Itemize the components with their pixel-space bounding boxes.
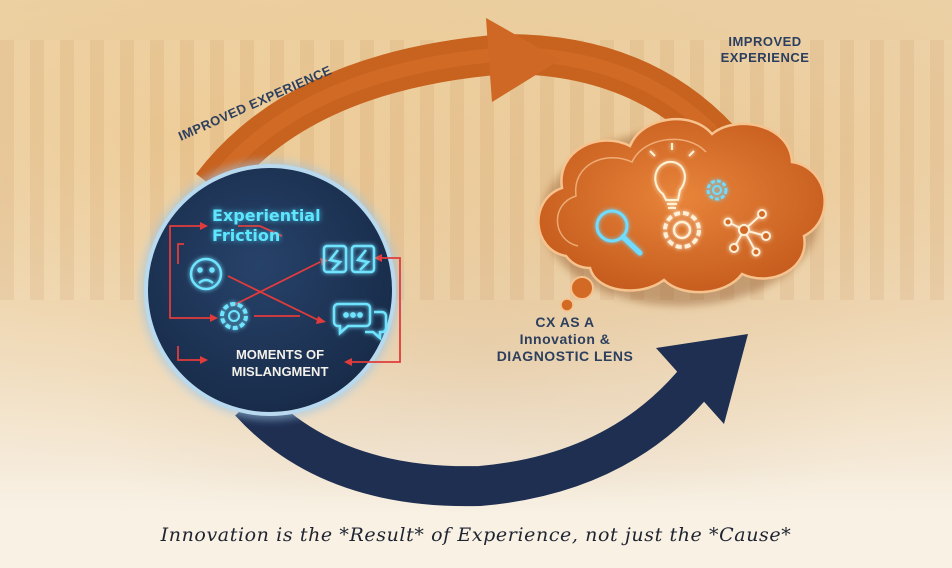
cx-lens-line2: Innovation & (519, 331, 611, 347)
connector-arrowheads (200, 222, 382, 366)
cx-lens-label: CX AS A Innovation & DIAGNOSTIC LENS (470, 314, 660, 365)
moments-line1: MOMENTS OF (235, 347, 325, 362)
lightbulb-icon (649, 143, 695, 209)
tagline: Innovation is the *Result* of Experience… (160, 524, 792, 546)
friction-title-line2: Friction (212, 226, 281, 245)
improved-experience-line1: IMPROVED (728, 34, 802, 49)
improved-experience-label: IMPROVED EXPERIENCE (700, 34, 830, 66)
magnifier-icon (595, 209, 643, 256)
navy-cycle-arrow (235, 334, 748, 507)
moments-line2: MISLANGMENT (231, 364, 329, 379)
innovation-cloud (537, 118, 826, 312)
cx-lens-line3: DIAGNOSTIC LENS (496, 348, 634, 364)
small-gear-icon (706, 179, 728, 201)
moments-label: MOMENTS OF MISLANGMENT (200, 346, 360, 380)
sad-face-icon (189, 257, 223, 291)
broken-link-icon (322, 244, 376, 274)
chat-bubbles-icon (332, 302, 388, 341)
gear-icon (663, 211, 701, 249)
network-icon (723, 209, 771, 257)
friction-circle (140, 160, 401, 420)
orange-cycle-arrow (196, 18, 735, 199)
improved-experience-line2: EXPERIENCE (720, 50, 810, 65)
friction-title: Experiential Friction (212, 206, 362, 246)
gear-icon (220, 302, 248, 330)
cx-lens-line1: CX AS A (535, 314, 595, 330)
friction-title-line1: Experiential (212, 206, 321, 225)
friction-connectors (169, 225, 401, 363)
